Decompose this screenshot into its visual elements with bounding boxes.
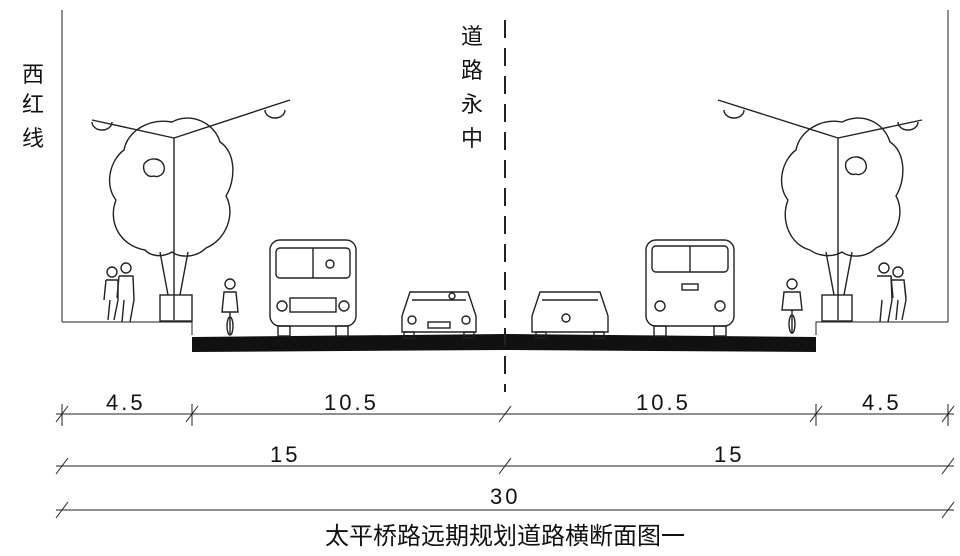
left-label-char: 线 (22, 127, 44, 152)
center-label-char: 永 (461, 93, 483, 118)
left-car-icon (401, 291, 477, 339)
left-street-lamp-icon (91, 99, 291, 320)
left-sidewalk-profile (62, 321, 193, 335)
dim-tick (941, 457, 955, 475)
center-label-char: 中 (461, 127, 483, 152)
dim-tick (55, 457, 69, 475)
right-sidewalk-profile (815, 321, 948, 335)
left-tree-icon (108, 117, 234, 322)
left-label-char: 西 (22, 63, 44, 88)
center-label-char: 道 (461, 25, 483, 50)
dim-label-sidewalk-left: 4.5 (106, 390, 146, 415)
dim-label-road-right: 10.5 (636, 390, 691, 415)
dim-label-total: 30 (490, 484, 520, 509)
dim-tick (498, 405, 512, 423)
left-red-line-label: 西 红 线 (22, 63, 44, 152)
left-pedestrians-icon (103, 262, 135, 323)
right-car-icon (531, 291, 609, 339)
left-cyclist-icon (221, 278, 239, 336)
dim-tick (498, 457, 512, 475)
dimension-row-2: 15 15 (55, 442, 955, 475)
dim-label-half-left: 15 (270, 442, 300, 467)
dim-label-road-left: 10.5 (324, 390, 379, 415)
dim-label-half-right: 15 (714, 442, 744, 467)
left-label-char: 红 (22, 93, 44, 118)
diagram-title: 太平桥路远期规划道路横断面图一 (325, 522, 685, 550)
left-bus-icon (269, 239, 357, 337)
right-cyclist-icon (781, 278, 803, 334)
dim-tick (941, 501, 955, 519)
right-street-lamp-icon (717, 99, 923, 320)
dim-label-sidewalk-right: 4.5 (862, 390, 902, 415)
right-tree-icon (780, 117, 904, 322)
center-label-char: 路 (461, 59, 483, 84)
right-pedestrians-icon (877, 262, 907, 323)
dim-tick (55, 501, 69, 519)
dimension-row-1: 4.5 10.5 10.5 4.5 (55, 390, 955, 426)
dimension-row-3: 30 (55, 484, 955, 519)
right-bus-icon (645, 239, 735, 337)
centerline-label: 道 路 永 中 (461, 25, 483, 152)
